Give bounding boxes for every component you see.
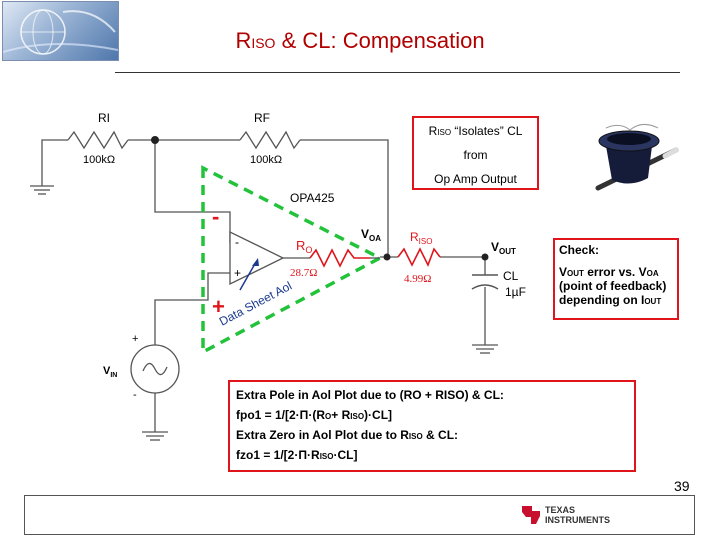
ri-label: RI xyxy=(98,111,110,125)
ti-logo-icon xyxy=(522,506,540,524)
rf-value: 100kΩ xyxy=(250,154,282,166)
title-text: & CL: Compensation xyxy=(275,28,485,53)
check-line-3: depending on IOUT xyxy=(559,293,662,307)
riso-isolates-note: RISO “Isolates” CL from Op Amp Output xyxy=(412,116,539,190)
opamp-model-outline xyxy=(201,165,384,355)
riso-label: RISO xyxy=(410,230,432,246)
ro-value: 28.7Ω xyxy=(290,267,317,279)
opamp-label: OPA425 xyxy=(290,191,335,205)
circuit-wires xyxy=(41,139,486,432)
page-title: RISO & CL: Compensation xyxy=(150,28,570,54)
ri-resistor xyxy=(67,130,129,150)
check-line-1: VOUT error vs. VOA xyxy=(559,265,659,279)
rf-resistor xyxy=(239,130,301,150)
title-r: R xyxy=(235,28,252,53)
extra-zero-line: Extra Zero in Aol Plot due to RISO & CL: xyxy=(236,428,459,442)
rf-label: RF xyxy=(254,111,270,125)
check-line-2: (point of feedback) xyxy=(559,279,667,293)
ri-value: 100kΩ xyxy=(83,154,115,166)
riso-value: 4.99Ω xyxy=(404,273,431,285)
ti-line-2: INSTRUMENTS xyxy=(545,515,610,525)
riso-resistor xyxy=(397,247,441,267)
ground-symbols xyxy=(30,185,498,441)
ti-line-1: TEXAS xyxy=(545,505,576,515)
globe-graphic-icon xyxy=(3,9,118,55)
isolates-line-1: RISO “Isolates” CL xyxy=(428,124,523,138)
isolates-line-3: Op Amp Output xyxy=(434,172,517,186)
model-plus-sign: + xyxy=(212,294,225,319)
title-divider xyxy=(115,72,680,73)
opamp-symbol xyxy=(229,230,285,286)
page-number: 39 xyxy=(674,478,690,494)
ro-resistor xyxy=(309,248,370,268)
magic-hat-icon xyxy=(595,124,679,191)
voa-junction-dot xyxy=(383,253,391,261)
ro-label: RO xyxy=(296,238,312,255)
fzo1-formula: fzo1 = 1/[2·Π·RISO·CL] xyxy=(236,448,358,462)
voa-label: VOA xyxy=(361,227,381,243)
vin-label: VIN xyxy=(103,365,117,379)
data-sheet-aol-label: Data Sheet Aol xyxy=(217,279,294,329)
presentation-logo xyxy=(2,1,119,61)
vin-minus-sign: - xyxy=(133,389,137,401)
noninverting-input-sign: + xyxy=(234,266,241,280)
isolates-line-2: from xyxy=(463,148,488,162)
pole-zero-note: Extra Pole in Aol Plot due to (RO + RISO… xyxy=(228,380,636,472)
cl-label: CL xyxy=(503,269,519,283)
model-minus-sign: - xyxy=(212,204,219,229)
inverting-input-sign: - xyxy=(235,235,239,249)
cl-value: 1µF xyxy=(505,285,526,299)
vout-label: VOUT xyxy=(491,240,516,256)
ti-wordmark: TEXAS INSTRUMENTS xyxy=(545,505,610,525)
check-title: Check: xyxy=(559,243,600,257)
aol-arrow-icon xyxy=(239,261,257,291)
vin-plus-sign: + xyxy=(132,333,138,345)
junction-dot xyxy=(151,136,159,144)
title-iso-subscript: ISO xyxy=(251,35,276,51)
vout-junction-dot xyxy=(481,253,489,261)
footer-bar xyxy=(24,495,695,535)
cl-capacitor-plate-bottom xyxy=(471,284,499,290)
check-note: Check: VOUT error vs. VOA (point of feed… xyxy=(553,238,679,320)
extra-pole-line: Extra Pole in Aol Plot due to (RO + RISO… xyxy=(236,388,504,402)
fpo1-formula: fpo1 = 1/[2·Π·(RO+ RISO)·CL] xyxy=(236,408,393,422)
